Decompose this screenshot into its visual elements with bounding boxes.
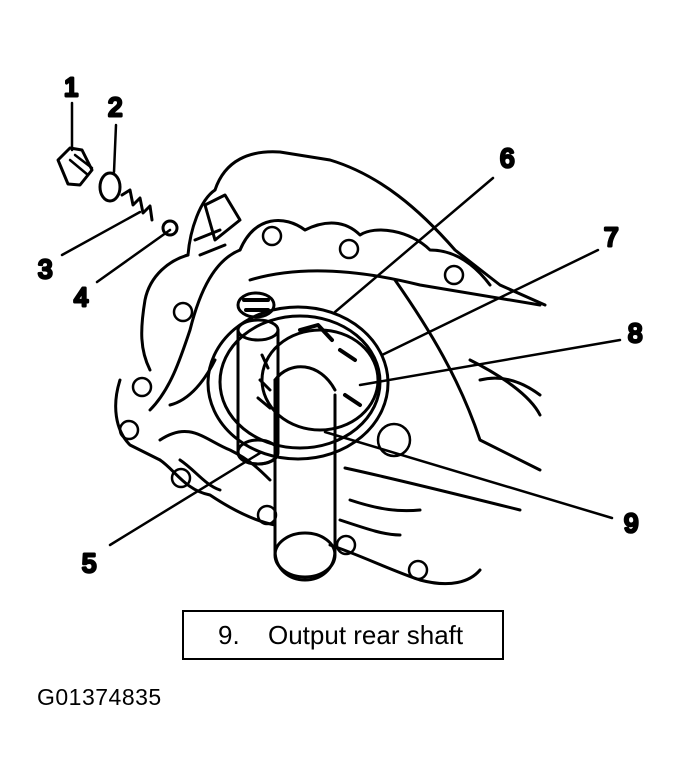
callout-5: 5: [82, 548, 96, 578]
detent-spring: [120, 188, 154, 222]
callout-1: 1: [64, 72, 78, 102]
callout-9: 9: [624, 508, 638, 538]
bearing-assembly: [206, 305, 390, 461]
detent-ball: [161, 219, 179, 237]
detent-plug-bolt: [56, 146, 94, 187]
callout-6: 6: [500, 143, 514, 173]
output-rear-shaft: [273, 365, 337, 582]
bolt-holes: [118, 225, 465, 581]
callout-8: 8: [628, 318, 642, 348]
callout-2: 2: [108, 92, 122, 122]
callout-3: 3: [38, 254, 52, 284]
shift-rail: [236, 291, 280, 466]
caption-number: 9.: [218, 619, 240, 650]
caption-text: Output rear shaft: [268, 619, 464, 650]
figure-id: G01374835: [37, 684, 162, 710]
fork-detail: [193, 193, 242, 257]
callout-7: 7: [604, 222, 618, 252]
callout-4: 4: [74, 282, 88, 312]
leader-lines: [60, 101, 622, 547]
detent-gasket: [98, 171, 122, 203]
housing: [114, 150, 547, 586]
caption-box: 9. Output rear shaft: [182, 610, 504, 660]
